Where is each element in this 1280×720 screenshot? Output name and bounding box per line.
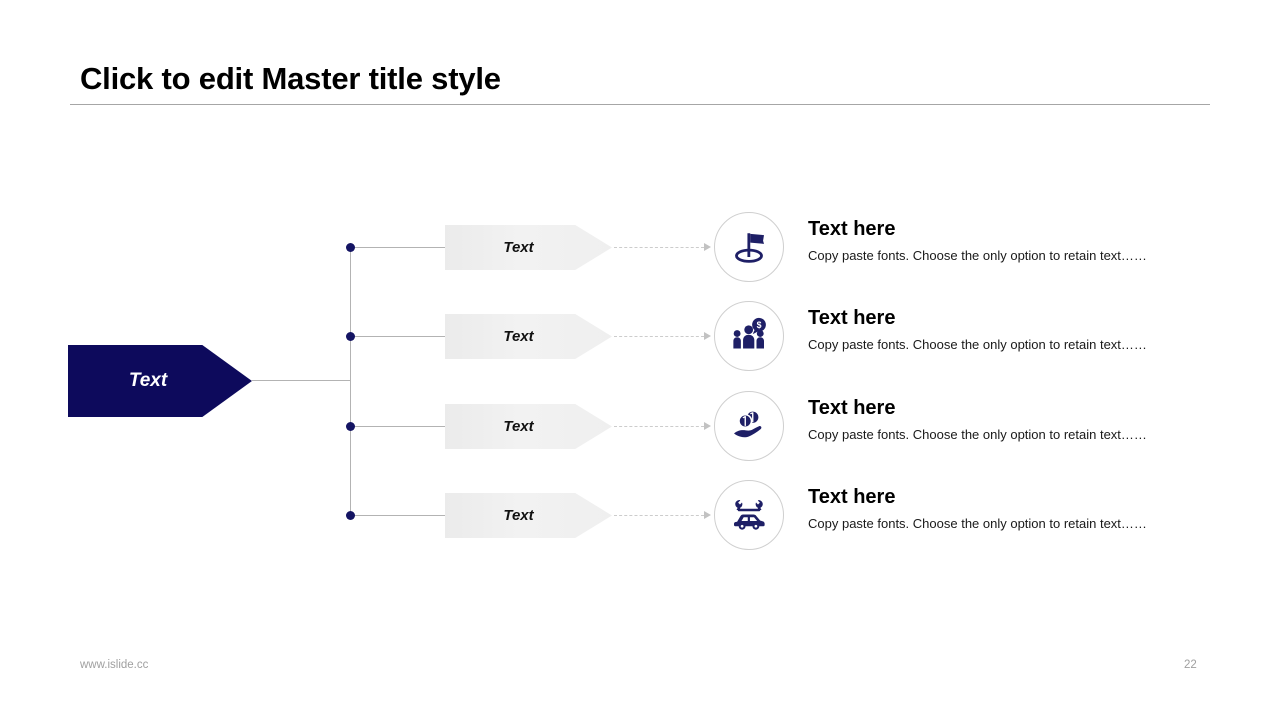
people-money-icon: $: [733, 317, 766, 349]
step-arrow-4[interactable]: Text: [445, 493, 612, 538]
footer-page-number: 22: [1184, 659, 1197, 671]
step-arrow-3[interactable]: Text: [445, 404, 612, 449]
process-row: Text $ Text here Copy paste fonts. Choos…: [0, 292, 1280, 382]
trunk-horizontal-connector: [252, 380, 351, 381]
process-row: Text Text here Copy paste fonts. Choose …: [0, 382, 1280, 472]
icon-circle-1[interactable]: [714, 212, 784, 282]
root-arrow-label: Text: [128, 370, 168, 391]
branch-connector-1: [355, 247, 445, 248]
process-row: Text Text here Copy paste fo: [0, 471, 1280, 561]
row-heading: Text here: [808, 307, 896, 329]
hand-coins-icon: [734, 411, 762, 438]
dashed-connector-3: [614, 426, 704, 428]
arrowhead-icon: [704, 243, 711, 251]
dashed-connector-2: [614, 336, 704, 338]
step-arrow-label: Text: [503, 418, 534, 435]
step-arrow-2[interactable]: Text: [445, 314, 612, 359]
text-block-2: Text here Copy paste fonts. Choose the o…: [808, 308, 1208, 351]
icon-circle-3[interactable]: [714, 391, 784, 461]
row-body: Copy paste fonts. Choose the only option…: [808, 337, 1147, 352]
golf-flag-icon: [735, 233, 764, 263]
node-dot-3: [346, 422, 355, 431]
row-body: Copy paste fonts. Choose the only option…: [808, 248, 1147, 263]
row-heading: Text here: [808, 218, 896, 240]
branch-connector-4: [355, 515, 445, 516]
step-arrow-1[interactable]: Text: [445, 225, 612, 270]
step-arrow-label: Text: [503, 507, 534, 524]
arrowhead-icon: [704, 511, 711, 519]
text-block-1: Text here Copy paste fonts. Choose the o…: [808, 219, 1208, 262]
row-heading: Text here: [808, 486, 896, 508]
process-row: Text Text here Copy paste fonts. Choose …: [0, 203, 1280, 293]
branch-connector-3: [355, 426, 445, 427]
icon-circle-2[interactable]: $: [714, 301, 784, 371]
text-block-4: Text here Copy paste fonts. Choose the o…: [808, 487, 1208, 530]
title-divider: [70, 104, 1210, 105]
arrowhead-icon: [704, 332, 711, 340]
row-body: Copy paste fonts. Choose the only option…: [808, 427, 1147, 442]
node-dot-4: [346, 511, 355, 520]
text-block-3: Text here Copy paste fonts. Choose the o…: [808, 398, 1208, 441]
arrowhead-icon: [704, 422, 711, 430]
icon-circle-4[interactable]: [714, 480, 784, 550]
step-arrow-label: Text: [503, 328, 534, 345]
trunk-vertical-connector: [350, 247, 351, 516]
svg-text:$: $: [757, 320, 762, 330]
node-dot-2: [346, 332, 355, 341]
dashed-connector-1: [614, 247, 704, 249]
step-arrow-label: Text: [503, 239, 534, 256]
node-dot-1: [346, 243, 355, 252]
branch-connector-2: [355, 336, 445, 337]
page-title[interactable]: Click to edit Master title style: [80, 61, 501, 96]
footer-url[interactable]: www.islide.cc: [80, 659, 149, 671]
row-heading: Text here: [808, 397, 896, 419]
dashed-connector-4: [614, 515, 704, 517]
row-body: Copy paste fonts. Choose the only option…: [808, 516, 1147, 531]
car-repair-icon: [734, 500, 765, 530]
